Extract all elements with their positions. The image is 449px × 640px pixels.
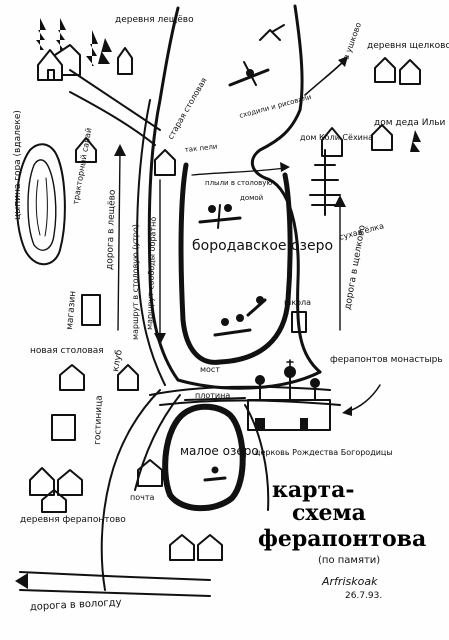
boat-icon [228,61,270,87]
house-icon-small [117,47,133,75]
arrow-left-small-icon [342,406,352,416]
tree-icon-sukhaya [309,149,341,216]
road-uskovo-arrow [304,59,346,96]
arrow-right-icon [280,162,290,172]
tsypina-hill-inner [27,159,57,251]
house-icon-magazin [81,294,101,326]
dom-deda-label: дом деда Ильи [374,118,446,128]
road-to-south [100,389,161,591]
road-line-left [136,99,166,386]
road-left-shore [147,6,180,382]
traktor-label: тракторный сарай [71,127,93,205]
bird-icon [259,24,285,41]
dom-koli-label: дом Коли Сёхина [300,133,373,142]
monastery-icon [247,359,331,431]
route-label: маршрут в столовую (утро) [131,224,140,340]
v-uskovo-label: в ушково [341,21,363,60]
bridge-road-2 [159,399,341,406]
klub-label: клуб [111,349,125,373]
bridge-road [149,385,331,396]
domoi-label: домой [240,194,263,202]
house-icon-stolovaya [154,149,176,176]
title-subtitle: (по памяти) [318,555,380,566]
monastery-label: ферапонтов монастырь [330,355,443,365]
signature-date: 26.7.93. [345,591,382,601]
boat-icon-3 [213,314,252,337]
house-icon-shkola [291,311,307,333]
road-to-south-2 [134,394,181,491]
road-to-leshchevo-2 [69,91,156,146]
house-icon-novaya [59,364,139,391]
title-line2: схема [292,500,366,526]
road-vologda-top [19,571,211,581]
arrow-ne-icon [338,56,348,67]
tsypina-hill-lines [35,177,48,237]
arrow-left-icon [15,573,28,589]
small-lake-label: малое озеро [180,444,259,458]
house-icon-leshchevo [37,44,81,81]
house-icon-shchelkovo [371,57,421,151]
road-leshchevo-label: дорога в лещёво [105,189,118,270]
small-lake-shore [162,403,246,512]
tree-icon-leshchevo [36,18,112,66]
boat-icon-4 [246,296,267,317]
signature: Arfriskoak [321,575,378,588]
house-icon-dom-koli [321,127,343,157]
plyli-label: плыли в столовую [205,179,272,187]
village-ferapontovo-label: деревня ферапонтово [20,515,126,525]
magazin-label: магазин [65,290,78,330]
title-line3: ферапонтова [258,526,426,552]
arrow-up-icon [114,144,126,156]
big-lake-label: бородавское озеро [192,238,333,254]
road-vologda-label: дорога в вологду [30,597,122,613]
tak-pel-label: так пели [184,143,217,154]
most-label: мост [200,365,220,374]
lake-bottom-edge [176,370,322,390]
shkola-label: школа [284,298,311,307]
house-icon-pochta [137,459,163,487]
title-line1: карта- [272,477,355,503]
dam-line [184,397,246,401]
house-icon-traktor [75,137,97,163]
boat-icon-2 [198,204,242,229]
house-icon-gostinitsa [51,414,76,441]
road-vologda-bottom [19,589,211,597]
arrow-down-icon [154,333,166,345]
tsypina-hill-outer [15,143,66,266]
big-lake-shore [178,162,293,365]
road-to-leshchevo [69,69,161,131]
house-icon-ferapontovo [29,467,83,513]
pochta-label: почта [130,493,155,502]
tsypina-label: цыпина гора (вдалеке) [13,110,23,220]
village-leshchevo-label: деревня лещёво [115,15,194,25]
gostinitsa-label: гостиница [93,395,105,445]
route-back-label: маршрут свободы обратно [145,217,158,331]
boat-icon-5 [203,466,227,482]
novaya-stolovaya-label: новая столовая [30,346,104,356]
stolovaya-old-label: старая столовая [166,76,209,141]
route-arrow-line [117,149,121,331]
swim-route-arc [191,167,286,176]
village-shchelkovo-label: деревня щелково [367,41,449,51]
plotina-label: плотина [195,391,230,400]
house-icon-south [169,534,223,561]
road-east-small-lake [244,404,270,511]
tree-icon-shchelkovo [410,130,421,152]
church-label: церковь Рождества Богородицы [255,448,393,457]
